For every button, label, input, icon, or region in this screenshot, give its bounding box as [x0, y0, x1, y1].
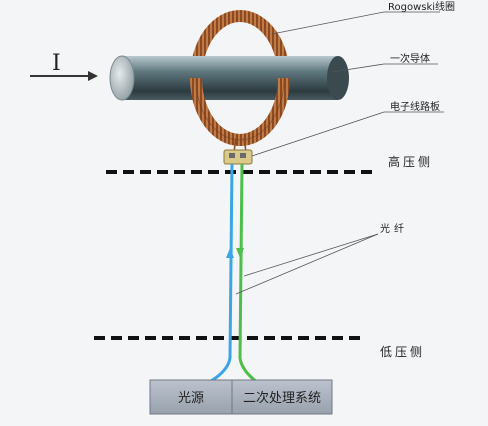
secondary-system-box: 二次处理系统 — [231, 379, 333, 415]
label-circuit-board: 电子线路板 — [390, 100, 440, 113]
label-high-voltage-side: 高压侧 — [388, 154, 433, 169]
rogowski-coil-front — [190, 77, 290, 146]
label-optical-fiber: 光纤 — [380, 222, 408, 235]
circuit-board — [223, 149, 253, 165]
fiber-blue — [205, 163, 234, 386]
label-low-voltage-side: 低压侧 — [380, 345, 425, 359]
primary-conductor — [109, 55, 349, 101]
label-rogowski-coil: Rogowski线圈 — [388, 0, 455, 13]
label-light-source: 光源 — [178, 391, 204, 406]
light-source-box: 光源 — [149, 379, 233, 415]
fiber-down-arrow — [236, 248, 244, 258]
current-symbol: I — [52, 51, 61, 76]
callout-lines — [235, 11, 444, 295]
label-primary-conductor: 一次导体 — [390, 52, 430, 65]
label-secondary-system: 二次处理系统 — [243, 390, 321, 406]
current-arrow — [30, 71, 98, 81]
fiber-up-arrow — [226, 248, 234, 258]
